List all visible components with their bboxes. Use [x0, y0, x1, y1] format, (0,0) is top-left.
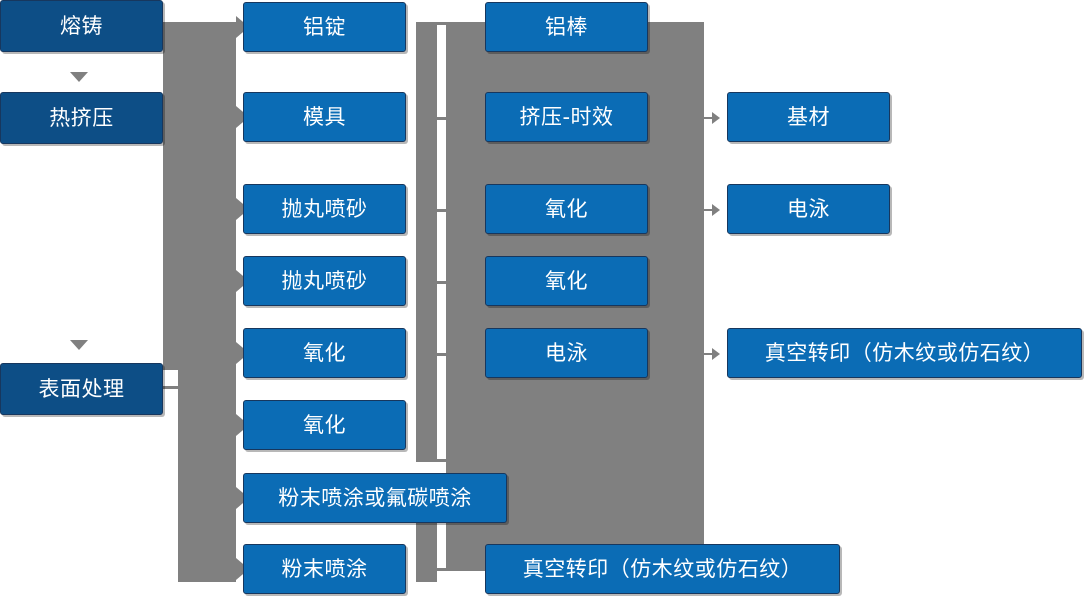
connector-left-trunk-upper [163, 22, 236, 370]
stem-to-out-vacuum-transfer [704, 353, 714, 355]
stage-label-melt-cast: 熔铸 [60, 13, 103, 38]
node-mat-powder-coating[interactable]: 粉末喷涂 [243, 544, 406, 594]
label-proc-oxidation-2: 氧化 [545, 268, 588, 293]
stage-box-hot-extrude[interactable]: 热挤压 [0, 92, 163, 144]
node-mat-aluminum-ingot[interactable]: 铝锭 [243, 2, 406, 52]
node-mat-mold[interactable]: 模具 [243, 92, 406, 142]
node-out-vacuum-transfer[interactable]: 真空转印（仿木纹或仿石纹） [727, 328, 1082, 378]
node-proc-aluminum-bar[interactable]: 铝棒 [485, 2, 648, 52]
arrow-stage-hot-to-surface [70, 340, 88, 350]
arrow-to-out-electrophoresis [712, 204, 720, 216]
node-mat-shot-blast-2[interactable]: 抛丸喷砂 [243, 256, 406, 306]
stage-box-melt-cast[interactable]: 熔铸 [0, 0, 163, 52]
label-mat-shot-blast-1: 抛丸喷砂 [281, 196, 368, 221]
label-mat-powder-coating: 粉末喷涂 [281, 556, 368, 581]
rung-to-proc-aluminum-bar [437, 22, 449, 25]
node-mat-shot-blast-1[interactable]: 抛丸喷砂 [243, 184, 406, 234]
stem-to-out-electrophoresis [704, 209, 714, 211]
node-out-substrate[interactable]: 基材 [727, 92, 890, 142]
node-mat-oxidation-2[interactable]: 氧化 [243, 400, 406, 450]
label-out-electrophoresis: 电泳 [787, 196, 830, 221]
label-mat-mold: 模具 [303, 104, 346, 129]
rung-to-proc-electrophoresis [437, 353, 449, 356]
node-proc-extrusion-aging[interactable]: 挤压-时效 [485, 92, 648, 142]
stage-label-surface-treatment: 表面处理 [38, 376, 125, 401]
node-mat-powder-or-fluorocarbon[interactable]: 粉末喷涂或氟碳喷涂 [243, 473, 507, 523]
stem-to-out-substrate [704, 117, 714, 119]
arrow-to-out-vacuum-transfer [712, 348, 720, 360]
stage-label-hot-extrude: 热挤压 [49, 105, 114, 130]
label-out-substrate: 基材 [787, 104, 830, 129]
label-proc-vacuum-transfer: 真空转印（仿木纹或仿石纹） [522, 556, 803, 581]
arrow-stage-melt-to-hot [70, 72, 88, 82]
rung-to-proc-extrusion-aging [437, 117, 449, 120]
label-out-vacuum-transfer: 真空转印（仿木纹或仿石纹） [764, 340, 1045, 365]
node-out-electrophoresis[interactable]: 电泳 [727, 184, 890, 234]
connector-left-stub-surface [163, 386, 181, 389]
label-proc-extrusion-aging: 挤压-时效 [519, 104, 614, 129]
label-mat-oxidation-1: 氧化 [303, 340, 346, 365]
node-mat-oxidation-1[interactable]: 氧化 [243, 328, 406, 378]
rung-to-proc-oxidation-2 [437, 281, 449, 284]
label-proc-aluminum-bar: 铝棒 [545, 14, 588, 39]
node-proc-oxidation-1[interactable]: 氧化 [485, 184, 648, 234]
label-mat-shot-blast-2: 抛丸喷砂 [281, 268, 368, 293]
label-proc-oxidation-1: 氧化 [545, 196, 588, 221]
label-mat-oxidation-2: 氧化 [303, 412, 346, 437]
rung-to-proc-oxidation-1 [437, 209, 449, 212]
label-proc-electrophoresis: 电泳 [545, 340, 588, 365]
connector-mid-spine-upper [416, 22, 437, 462]
connector-left-trunk-lower [178, 370, 236, 582]
label-mat-aluminum-ingot: 铝锭 [303, 14, 346, 39]
label-mat-powder-or-fluorocarbon: 粉末喷涂或氟碳喷涂 [278, 485, 472, 510]
node-proc-electrophoresis[interactable]: 电泳 [485, 328, 648, 378]
node-proc-vacuum-transfer[interactable]: 真空转印（仿木纹或仿石纹） [485, 544, 840, 594]
node-proc-oxidation-2[interactable]: 氧化 [485, 256, 648, 306]
rung-to-proc-bottom [437, 568, 449, 571]
stage-box-surface-treatment[interactable]: 表面处理 [0, 363, 163, 415]
rung-to-proc-vacuum-transfer [437, 459, 449, 462]
arrow-to-out-substrate [712, 112, 720, 124]
